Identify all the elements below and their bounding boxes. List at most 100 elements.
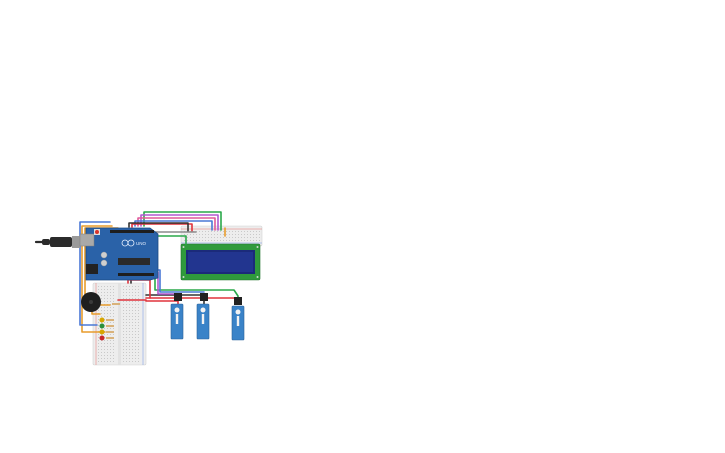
breadboard-hole <box>126 295 127 296</box>
breadboard-hole <box>126 337 127 338</box>
breadboard-hole <box>247 234 248 235</box>
breadboard-hole <box>229 234 230 235</box>
breadboard-hole <box>138 325 139 326</box>
breadboard-hole <box>259 231 260 232</box>
breadboard-hole <box>123 340 124 341</box>
breadboard-hole <box>107 358 108 359</box>
breadboard-hole <box>199 237 200 238</box>
breadboard-hole <box>113 340 114 341</box>
breadboard-hole <box>135 304 136 305</box>
breadboard-hole <box>259 234 260 235</box>
breadboard-hole <box>235 240 236 241</box>
breadboard-hole <box>126 331 127 332</box>
breadboard-hole <box>238 234 239 235</box>
breadboard-hole <box>135 322 136 323</box>
resistors[interactable] <box>106 303 120 339</box>
breadboard-hole <box>190 237 191 238</box>
breadboard-hole <box>126 298 127 299</box>
breadboard-hole <box>98 343 99 344</box>
breadboard-hole <box>113 343 114 344</box>
breadboard-hole <box>129 286 130 287</box>
breadboard-hole <box>126 319 127 320</box>
breadboard-hole <box>138 331 139 332</box>
breadboard-hole <box>138 298 139 299</box>
servo-motor-2[interactable] <box>196 293 210 340</box>
servo-motor-1[interactable] <box>170 293 184 340</box>
breadboard-hole <box>104 310 105 311</box>
breadboard-hole <box>129 349 130 350</box>
breadboard-hole <box>98 337 99 338</box>
breadboard-hole <box>110 334 111 335</box>
led-red[interactable] <box>99 335 105 341</box>
breadboard-hole <box>101 289 102 290</box>
breadboard-hole <box>107 328 108 329</box>
breadboard-hole <box>138 310 139 311</box>
breadboard-hole <box>123 355 124 356</box>
breadboard-hole <box>107 361 108 362</box>
breadboard-hole <box>123 286 124 287</box>
led-green[interactable] <box>99 323 105 329</box>
lcd-display[interactable] <box>180 243 261 281</box>
breadboard-hole <box>107 349 108 350</box>
breadboard-hole <box>104 349 105 350</box>
breadboard-hole <box>98 355 99 356</box>
arduino-logo-icon <box>121 239 135 247</box>
breadboard-hole <box>214 240 215 241</box>
breadboard-hole <box>132 289 133 290</box>
piezo-buzzer[interactable] <box>81 292 101 312</box>
breadboard-hole <box>98 328 99 329</box>
breadboard-hole <box>132 307 133 308</box>
breadboard-hole <box>126 310 127 311</box>
breadboard-hole <box>113 313 114 314</box>
breadboard-hole <box>107 307 108 308</box>
breadboard-hole <box>123 301 124 302</box>
breadboard-hole <box>226 231 227 232</box>
breadboard-hole <box>135 298 136 299</box>
breadboard-hole <box>101 286 102 287</box>
breadboard-hole <box>135 328 136 329</box>
breadboard-hole <box>223 231 224 232</box>
breadboard-hole <box>104 307 105 308</box>
breadboard-hole <box>110 292 111 293</box>
breadboard-hole <box>202 237 203 238</box>
breadboard-hole <box>104 292 105 293</box>
breadboard-hole <box>187 240 188 241</box>
breadboard-main[interactable] <box>92 282 147 366</box>
breadboard-hole <box>138 307 139 308</box>
arduino-uno[interactable]: UNO <box>34 227 159 281</box>
breadboard-hole <box>126 286 127 287</box>
led-orange[interactable] <box>99 329 105 335</box>
breadboard-hole <box>113 334 114 335</box>
breadboard-hole <box>123 316 124 317</box>
breadboard-hole <box>208 234 209 235</box>
breadboard-hole <box>123 322 124 323</box>
breadboard-hole <box>104 301 105 302</box>
breadboard-hole <box>104 286 105 287</box>
breadboard-hole <box>101 334 102 335</box>
breadboard-hole <box>135 307 136 308</box>
breadboard-hole <box>132 355 133 356</box>
breadboard-hole <box>113 292 114 293</box>
breadboard-hole <box>202 234 203 235</box>
led-yellow[interactable] <box>99 317 105 323</box>
breadboard-hole <box>132 301 133 302</box>
breadboard-hole <box>135 337 136 338</box>
breadboard-hole <box>202 231 203 232</box>
breadboard-hole <box>113 310 114 311</box>
breadboard-hole <box>241 234 242 235</box>
breadboard-hole <box>129 325 130 326</box>
breadboard-hole <box>232 237 233 238</box>
breadboard-hole <box>129 322 130 323</box>
breadboard-hole <box>101 313 102 314</box>
breadboard-hole <box>123 310 124 311</box>
breadboard-lcd[interactable] <box>180 225 263 247</box>
breadboard-hole <box>126 328 127 329</box>
breadboard-hole <box>129 337 130 338</box>
servo-motor-3[interactable] <box>231 297 245 341</box>
breadboard-hole <box>110 346 111 347</box>
breadboard-hole <box>110 358 111 359</box>
breadboard-hole <box>107 295 108 296</box>
breadboard-hole <box>110 361 111 362</box>
breadboard-hole <box>211 237 212 238</box>
